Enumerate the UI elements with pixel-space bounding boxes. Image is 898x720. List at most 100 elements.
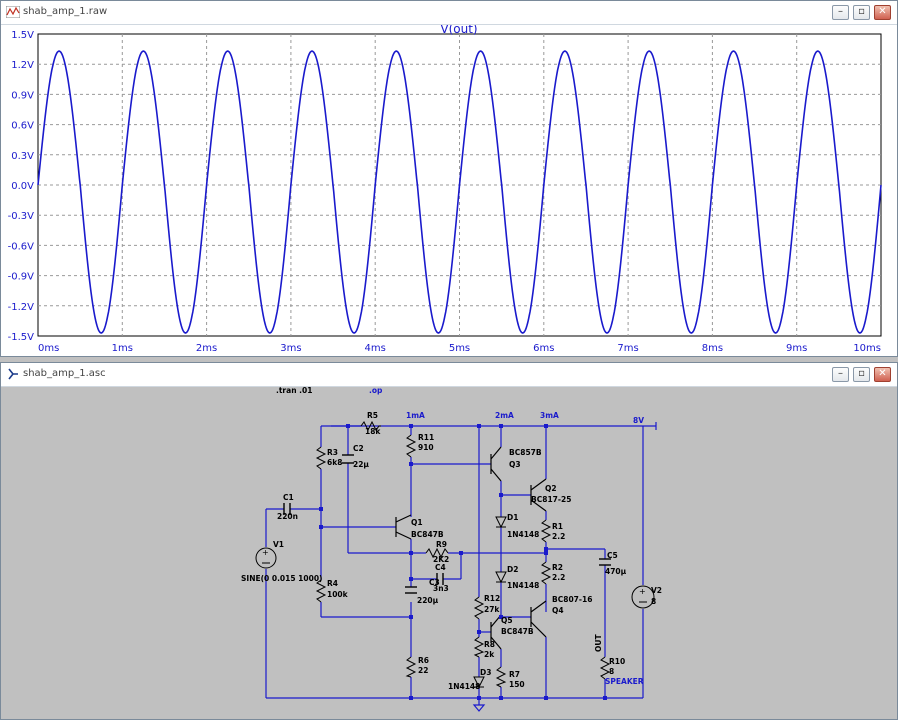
y-tick-label: -1.2V: [8, 302, 35, 313]
q2-ref: Q2: [545, 484, 557, 493]
r12-ref: R12: [484, 594, 500, 603]
d2-ref: D2: [507, 565, 518, 574]
d1-value: 1N4148: [507, 530, 539, 539]
r12-value: 27k: [484, 605, 500, 614]
d1-ref: D1: [507, 513, 518, 522]
x-tick-label: 2ms: [196, 343, 217, 354]
minimize-button[interactable]: –: [832, 5, 849, 20]
r7-value: 150: [509, 680, 525, 689]
waveform-window-title: shab_amp_1.raw: [23, 6, 108, 17]
r1-value: 2.2: [552, 532, 565, 541]
c4-ref: C4: [435, 563, 446, 572]
close-button[interactable]: ✕: [874, 367, 891, 382]
ground-symbol: [472, 704, 486, 712]
r9-value: 2K2: [433, 555, 449, 564]
wires: [265, 422, 657, 705]
r5-value: 18k: [365, 427, 381, 436]
q5-value: BC847B: [501, 627, 534, 636]
q4-value: BC807-16: [552, 595, 592, 604]
junction-dots: [319, 424, 607, 700]
trace-label[interactable]: V(out): [440, 25, 477, 36]
r6-ref: R6: [418, 656, 429, 665]
schematic-canvas[interactable]: + + .tran .01 .op 1mA 2mA 3mA 8V: [1, 387, 897, 719]
c3-value: 220µ: [417, 596, 439, 605]
y-tick-label: 0.6V: [11, 121, 34, 132]
x-tick-label: 7ms: [617, 343, 638, 354]
r3-value: 6k8: [327, 458, 342, 467]
x-tick-label: 9ms: [786, 343, 807, 354]
y-tick-label: 0.9V: [11, 90, 34, 101]
c2-value: 22µ: [353, 460, 369, 469]
c2-ref: C2: [353, 444, 364, 453]
r9-ref: R9: [436, 540, 447, 549]
out-net-label: OUT: [594, 634, 603, 652]
r2-value: 2.2: [552, 573, 565, 582]
r10-ref: R10: [609, 657, 625, 666]
r3-ref: R3: [327, 448, 338, 457]
q2-value: BC817-25: [531, 495, 571, 504]
y-tick-label: 0.3V: [11, 151, 34, 162]
c1-ref: C1: [283, 493, 294, 502]
q3-ref: Q3: [509, 460, 521, 469]
schematic-app-icon: [8, 368, 18, 380]
y-tick-label: 1.5V: [11, 30, 34, 41]
c5-ref: C5: [607, 551, 618, 560]
x-tick-label: 4ms: [365, 343, 386, 354]
r2-ref: R2: [552, 563, 563, 572]
q5-ref: Q5: [501, 616, 513, 625]
d2-value: 1N4148: [507, 581, 539, 590]
r8-ref: R8: [484, 640, 495, 649]
x-tick-label: 8ms: [702, 343, 723, 354]
waveform-plot[interactable]: 1.5V1.2V0.9V0.6V0.3V0.0V-0.3V-0.6V-0.9V-…: [1, 25, 897, 356]
c3-ref: C3: [429, 578, 440, 587]
d3-ref: D3: [480, 668, 491, 677]
x-tick-label: 0ms: [38, 343, 59, 354]
c5-value: 470µ: [605, 567, 627, 576]
schematic-window-title: shab_amp_1.asc: [23, 368, 106, 379]
d3-value: 1N4148: [448, 682, 480, 691]
capacitor-symbols: [283, 454, 611, 594]
waveform-app-icon: [6, 6, 20, 18]
resistor-symbols: [315, 420, 611, 688]
schematic-titlebar[interactable]: shab_amp_1.asc – ▫ ✕: [1, 363, 897, 387]
y-tick-label: 1.2V: [11, 60, 34, 71]
r5-ref: R5: [367, 411, 378, 420]
r11-value: 910: [418, 443, 434, 452]
schematic-window: shab_amp_1.asc – ▫ ✕: [0, 362, 898, 720]
x-tick-label: 5ms: [449, 343, 470, 354]
speaker-net-label: SPEAKER: [605, 677, 644, 686]
op-directive: .op: [369, 387, 383, 395]
c4-value: 3n3: [433, 584, 449, 593]
v2-ref: V2: [651, 586, 662, 595]
r10-value: 8: [609, 667, 614, 676]
current-label-3: 3mA: [540, 411, 559, 420]
waveform-window: shab_amp_1.raw – ▫ ✕ 1.5V 1.2V 0.9V 0.6V 0.3…: [0, 0, 898, 357]
close-button[interactable]: ✕: [874, 5, 891, 20]
current-label-1: 1mA: [406, 411, 425, 420]
svg-text:+: +: [639, 587, 646, 596]
voltage-source-symbols: + +: [255, 547, 655, 609]
minimize-button[interactable]: –: [832, 367, 849, 382]
r7-ref: R7: [509, 670, 520, 679]
r1-ref: R1: [552, 522, 563, 531]
v1-value: SINE(0 0.015 1000): [241, 574, 323, 583]
restore-button[interactable]: ▫: [853, 5, 870, 20]
x-tick-label: 3ms: [280, 343, 301, 354]
q4-ref: Q4: [552, 606, 564, 615]
r11-ref: R11: [418, 433, 434, 442]
y-tick-labels: 1.5V1.2V0.9V0.6V0.3V0.0V-0.3V-0.6V-0.9V-…: [8, 30, 35, 343]
restore-button[interactable]: ▫: [853, 367, 870, 382]
diode-symbols: [473, 516, 507, 689]
r4-ref: R4: [327, 579, 338, 588]
y-tick-label: -1.5V: [8, 332, 35, 343]
q1-value: BC847B: [411, 530, 444, 539]
svg-text:+: +: [262, 548, 269, 557]
y-tick-label: -0.3V: [8, 211, 35, 222]
trace-vout[interactable]: [37, 50, 882, 334]
q1-ref: Q1: [411, 518, 423, 527]
v2-value: 8: [651, 597, 656, 606]
r6-value: 22: [418, 666, 428, 675]
r4-value: 100k: [327, 590, 349, 599]
waveform-titlebar[interactable]: shab_amp_1.raw – ▫ ✕: [1, 1, 897, 25]
